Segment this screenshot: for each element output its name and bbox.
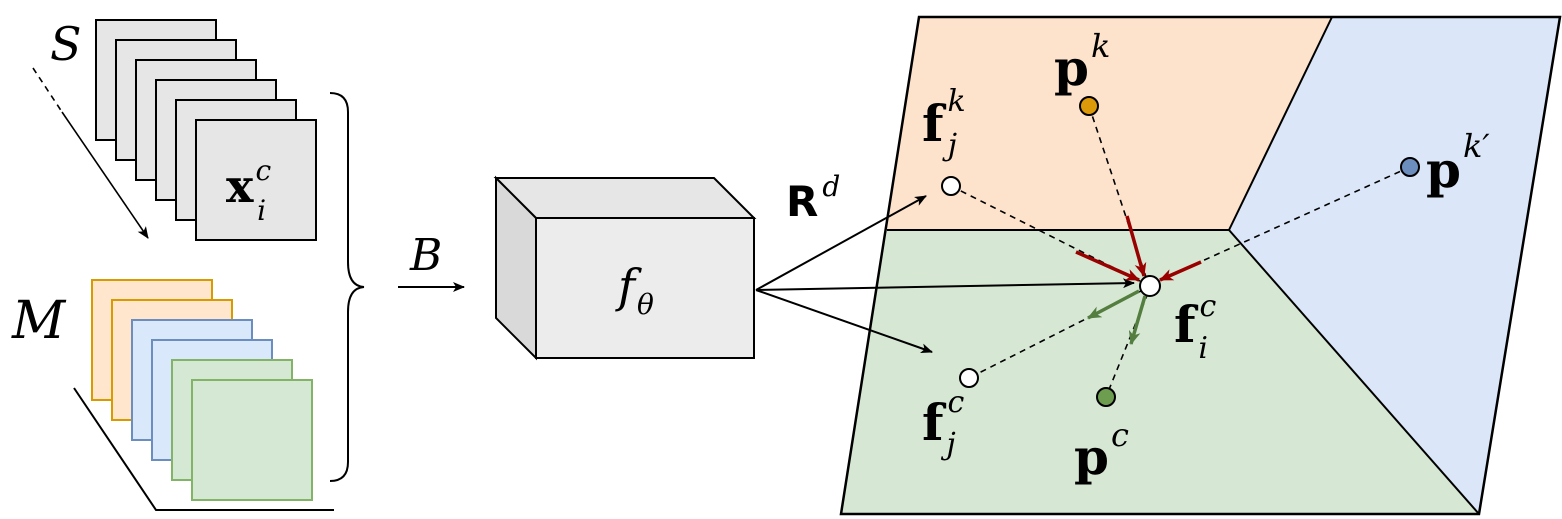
prototype-pk2-point — [1400, 157, 1420, 177]
memory-stack — [91, 279, 313, 501]
memory-card-green — [191, 379, 313, 501]
region-orange — [887, 17, 1332, 230]
region-green — [841, 230, 1479, 514]
feature-fjk-point — [941, 176, 961, 196]
prototype-pk-point — [1079, 96, 1099, 116]
dashed-pk-to-fic — [1088, 105, 1148, 281]
network-box-top — [493, 177, 757, 219]
feature-fjc-point — [959, 368, 979, 388]
feature-fic-point — [1139, 275, 1161, 297]
push-arrow-to-pc — [1128, 295, 1147, 345]
pull-arrow-from-pk — [1125, 215, 1147, 277]
prototype-pc-label: pc — [1074, 416, 1129, 486]
batch-brace — [329, 92, 365, 482]
dashed-pk2-to-fic — [1157, 166, 1411, 282]
region-border — [1228, 16, 1333, 231]
network-box — [493, 175, 757, 361]
batch-label: B — [409, 230, 442, 281]
pull-arrow-from-fjk — [1075, 250, 1140, 282]
pull-arrow-from-pk2 — [1159, 260, 1202, 282]
network-label: fθ — [615, 259, 654, 321]
region-border — [1228, 229, 1480, 515]
region-blue — [1229, 17, 1560, 514]
embed-arrow-upper — [755, 195, 927, 291]
prototype-pk-label: pk — [1054, 27, 1110, 97]
stream-label: S — [50, 17, 82, 71]
network-box-front — [535, 217, 755, 359]
push-arrow-to-fjc — [1087, 289, 1140, 320]
stream-stack — [95, 19, 317, 241]
stream-to-memory-arrow — [61, 111, 149, 239]
memory-label: M — [11, 291, 67, 351]
embedding-plane — [839, 15, 1562, 516]
memory-base — [73, 387, 334, 511]
dashed-fic-to-pc — [1105, 292, 1149, 398]
embed-arrow-middle — [755, 278, 1135, 291]
embed-arrow-lower — [755, 289, 933, 354]
prototype-pc-point — [1096, 387, 1116, 407]
prototype-pk2-label: pk′ — [1426, 127, 1490, 199]
stream-card-front — [195, 119, 317, 241]
stream-dashed-line — [32, 67, 63, 113]
